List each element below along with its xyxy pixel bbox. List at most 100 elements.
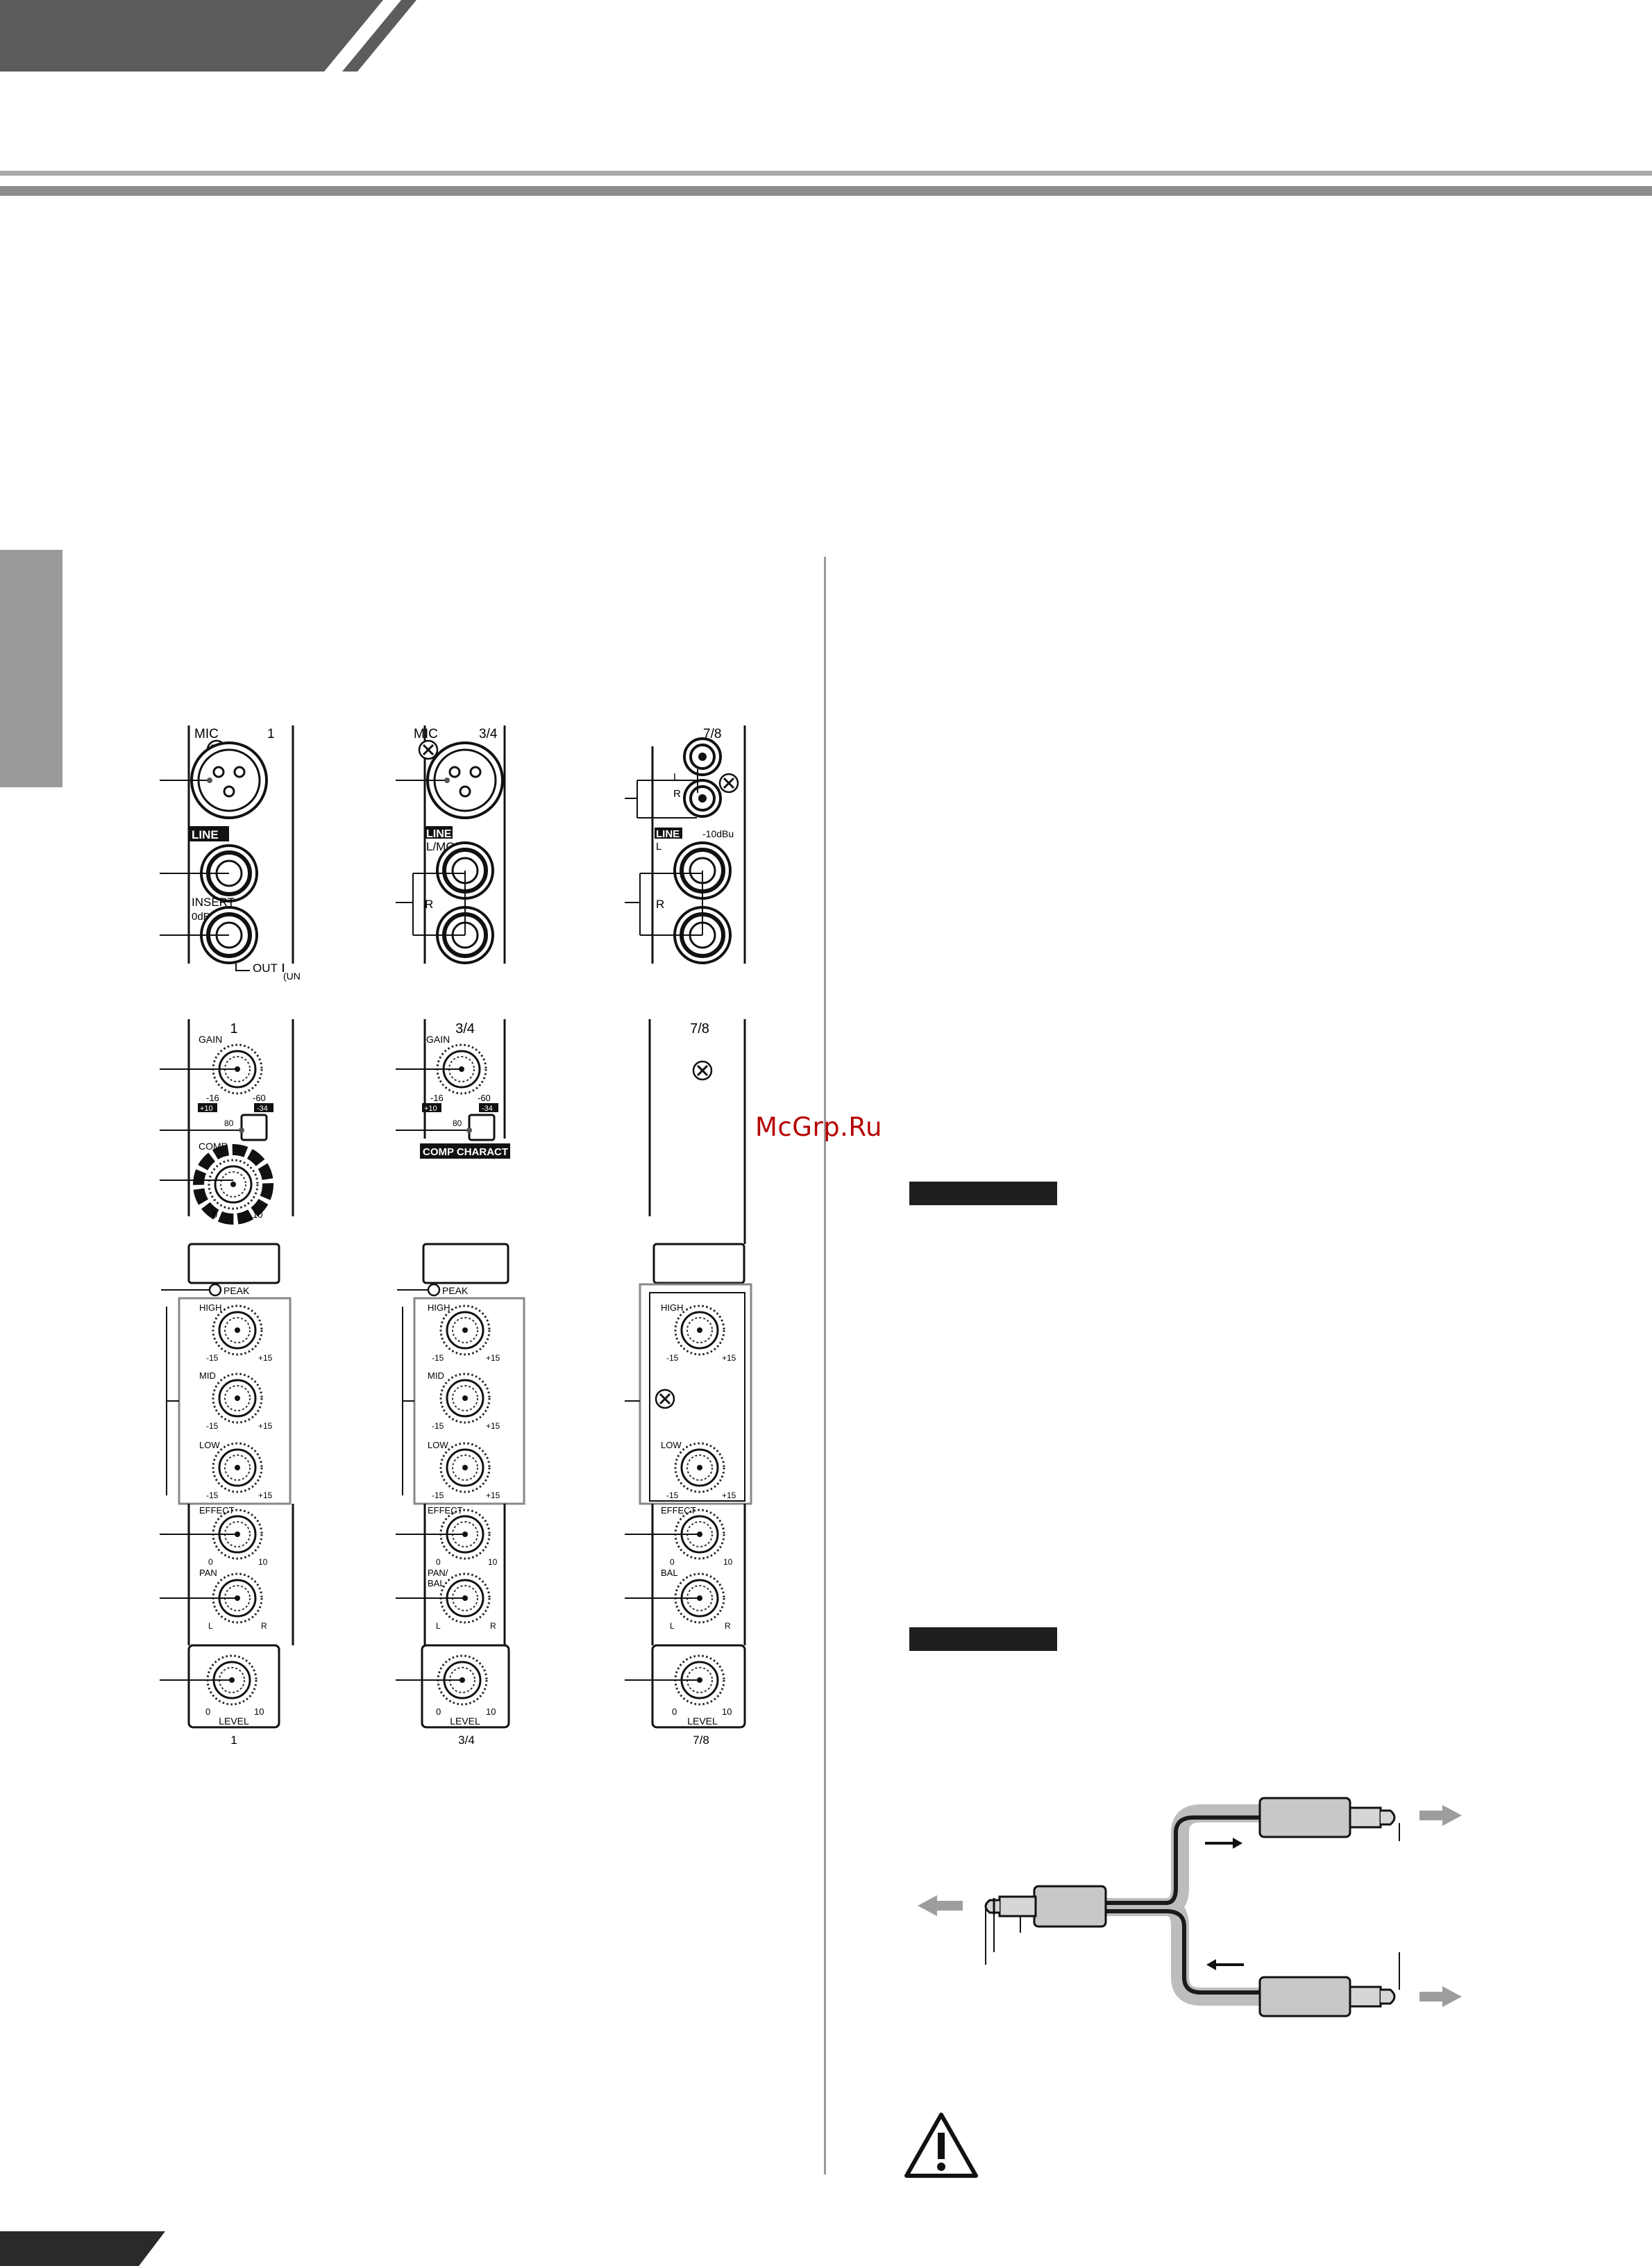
ch1-line-label: LINE	[192, 828, 219, 841]
svg-text:10: 10	[723, 1557, 733, 1567]
ch1-out-label: OUT	[253, 962, 278, 975]
footer-page-tab	[0, 2231, 165, 2266]
svg-text:+15: +15	[258, 1491, 273, 1500]
ch78-r-label: R	[656, 898, 664, 911]
svg-text:R: R	[725, 1621, 731, 1631]
ch78-high-knob[interactable]	[674, 1304, 725, 1356]
ch1-insert-label: INSERT	[192, 896, 235, 909]
ch34-low-knob[interactable]	[439, 1442, 491, 1493]
ch1-low-label: LOW	[199, 1440, 220, 1450]
ch34-hpf-label: 80	[453, 1118, 462, 1128]
svg-text:HIGH: HIGH	[661, 1302, 684, 1313]
header-rule-thick	[0, 186, 1652, 196]
ch1-pan-label: PAN	[199, 1568, 217, 1578]
ch1-gain-label: GAIN	[199, 1034, 222, 1045]
ch1-un-label: (UN	[283, 971, 301, 982]
ch1-gain-max: -60	[253, 1093, 266, 1103]
ch78-label-strip	[652, 1243, 745, 1284]
svg-text:L: L	[670, 1621, 675, 1631]
ch34-top-number: 3/4	[479, 727, 498, 741]
ch34-r-label: R	[425, 898, 433, 911]
ch78-mark-icon	[692, 1060, 713, 1081]
svg-text:EFFECT: EFFECT	[661, 1505, 696, 1516]
ch34-line-label: LINE	[426, 828, 452, 840]
svg-text:-15: -15	[206, 1353, 219, 1363]
section-heading-bar-1	[909, 1182, 1057, 1205]
svg-text:0: 0	[670, 1557, 675, 1567]
grey-arrow-right-upper	[1419, 1805, 1462, 1826]
ch1-comp-min: 0	[212, 1209, 217, 1220]
strip-ch78: 7/8 L R LINE -10dBu L R 7/8 HIGH -15 +15…	[625, 725, 752, 1747]
ch1-effect-label: EFFECT	[199, 1505, 235, 1516]
svg-text:R: R	[490, 1621, 496, 1631]
svg-text:MID: MID	[428, 1370, 444, 1381]
ch34-hpf-switch[interactable]	[468, 1114, 496, 1141]
ch78-bottom-number: 7/8	[693, 1734, 709, 1747]
svg-text:10: 10	[488, 1557, 498, 1567]
svg-text:LOW: LOW	[661, 1440, 682, 1450]
caution-icon	[904, 2113, 978, 2178]
ch1-hpf-switch[interactable]	[240, 1114, 268, 1141]
svg-text:-60: -60	[478, 1093, 491, 1103]
ch78-level-label: LEVEL	[687, 1715, 718, 1727]
header-tab	[0, 0, 416, 72]
ch34-mid-knob[interactable]	[439, 1373, 491, 1424]
ch34-level-label: LEVEL	[450, 1715, 480, 1727]
ch34-peak-label: PEAK	[442, 1285, 469, 1296]
ch1-ctrl-number: 1	[230, 1021, 237, 1037]
svg-text:-34: -34	[257, 1105, 268, 1113]
svg-text:-15: -15	[432, 1353, 444, 1363]
ch1-comp-max: 10	[253, 1209, 262, 1220]
header-rule-thin	[0, 171, 1652, 176]
ch1-comp-knob[interactable]	[208, 1159, 259, 1210]
svg-text:+15: +15	[486, 1491, 500, 1500]
ch34-label-strip	[422, 1243, 509, 1284]
stereo-plug-tip	[984, 1899, 1000, 1914]
ch78-rca-r[interactable]	[683, 779, 722, 818]
watermark: McGrp.Ru	[755, 1112, 882, 1142]
stereo-plug-sleeve	[998, 1895, 1037, 1917]
cable-black-core	[1104, 1815, 1260, 1995]
ch1-mid-knob[interactable]	[212, 1373, 263, 1424]
svg-text:10: 10	[722, 1706, 732, 1717]
svg-text:LOW: LOW	[428, 1440, 448, 1450]
ch78-line-label: LINE	[656, 828, 680, 840]
cable-grey-outline	[1104, 1804, 1260, 2006]
svg-text:R: R	[673, 788, 681, 800]
svg-text:-16: -16	[430, 1093, 444, 1103]
grey-arrow-right-lower	[1419, 1986, 1462, 2007]
ch34-pan-label: PAN/	[428, 1568, 448, 1578]
svg-text:-15: -15	[206, 1491, 219, 1500]
grey-arrow-left	[918, 1895, 963, 1916]
svg-text:L: L	[673, 771, 679, 783]
ch34-mic-label: MIC	[414, 727, 438, 741]
ch1-high-label: HIGH	[199, 1302, 222, 1313]
svg-text:+15: +15	[258, 1421, 273, 1431]
ch78-top-number: 7/8	[703, 727, 721, 741]
ch34-high-knob[interactable]	[439, 1304, 491, 1356]
svg-text:+15: +15	[486, 1421, 500, 1431]
ch1-label-strip	[187, 1243, 280, 1284]
svg-text:EFFECT: EFFECT	[428, 1505, 463, 1516]
ch78-low-knob[interactable]	[674, 1442, 725, 1493]
ch1-high-knob[interactable]	[212, 1304, 263, 1356]
column-divider	[824, 557, 826, 2174]
svg-text:-15: -15	[206, 1421, 219, 1431]
ch1-low-knob[interactable]	[212, 1442, 263, 1493]
ch34-peak-led	[427, 1283, 441, 1297]
ch1-top-number: 1	[267, 727, 275, 741]
svg-text:+15: +15	[722, 1353, 736, 1363]
ch34-phantom-icon	[418, 739, 439, 760]
ch1-mid-label: MID	[199, 1370, 216, 1381]
svg-text:L: L	[208, 1621, 213, 1631]
ch1-hpf-label: 80	[224, 1118, 234, 1128]
ch78-rca-l[interactable]	[683, 737, 722, 776]
svg-text:HIGH: HIGH	[428, 1302, 450, 1313]
ch34-gain-label: GAIN	[426, 1034, 450, 1045]
ch78-ctrl-number: 7/8	[690, 1021, 709, 1037]
svg-text:+10: +10	[424, 1105, 437, 1113]
svg-text:+10: +10	[200, 1105, 213, 1113]
channel-strips-diagram: MIC 1 LINE INSERT 0dBu OUT (UN 1 GAIN -1…	[160, 725, 752, 1747]
svg-text:0: 0	[436, 1706, 441, 1717]
ch1-bottom-number: 1	[230, 1734, 237, 1747]
